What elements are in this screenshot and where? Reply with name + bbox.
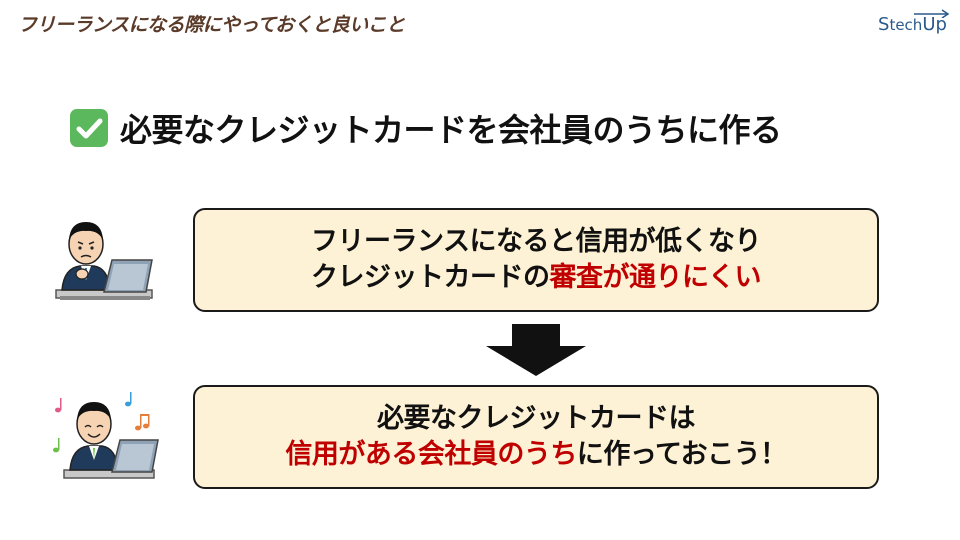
music-note-icon (55, 398, 62, 413)
music-note-icon (125, 392, 132, 407)
problem-box: フリーランスになると信用が低くなり クレジットカードの審査が通りにくい (193, 208, 879, 312)
music-note-icon (53, 438, 60, 453)
problem-line-2-highlight: 審査が通りにくい (549, 262, 762, 293)
solution-line-2-highlight: 信用がある会社員のうち (285, 439, 577, 470)
music-note-icon (135, 414, 150, 431)
headline: 必要なクレジットカードを会社員のうちに作る (70, 104, 782, 152)
problem-line-2-plain: クレジットカードの (311, 262, 550, 293)
problem-line-2: クレジットカードの審査が通りにくい (195, 260, 877, 296)
headline-text: 必要なクレジットカードを会社員のうちに作る (120, 111, 782, 149)
logo-text-tech: tech (889, 16, 923, 34)
logo-text-s: S (878, 14, 890, 35)
solution-line-2: 信用がある会社員のうちに作っておこう！ (195, 437, 877, 473)
worried-businessman-icon (55, 222, 153, 300)
solution-line-1: 必要なクレジットカードは (377, 403, 696, 434)
solution-line-2-plain: に作っておこう！ (576, 439, 787, 470)
logo-arrow-icon (914, 9, 950, 18)
solution-box: 必要なクレジットカードは 信用がある会社員のうちに作っておこう！ (193, 385, 879, 489)
down-arrow-icon (486, 324, 586, 376)
stechup-logo: StechUp (878, 8, 952, 42)
logo-text-up: Up (922, 14, 947, 35)
happy-businessman-icon (53, 392, 159, 479)
check-mark-icon (70, 109, 108, 147)
problem-line-1: フリーランスになると信用が低くなり (311, 226, 761, 257)
slide-header-title: フリーランスになる際にやっておくと良いこと (18, 14, 405, 36)
